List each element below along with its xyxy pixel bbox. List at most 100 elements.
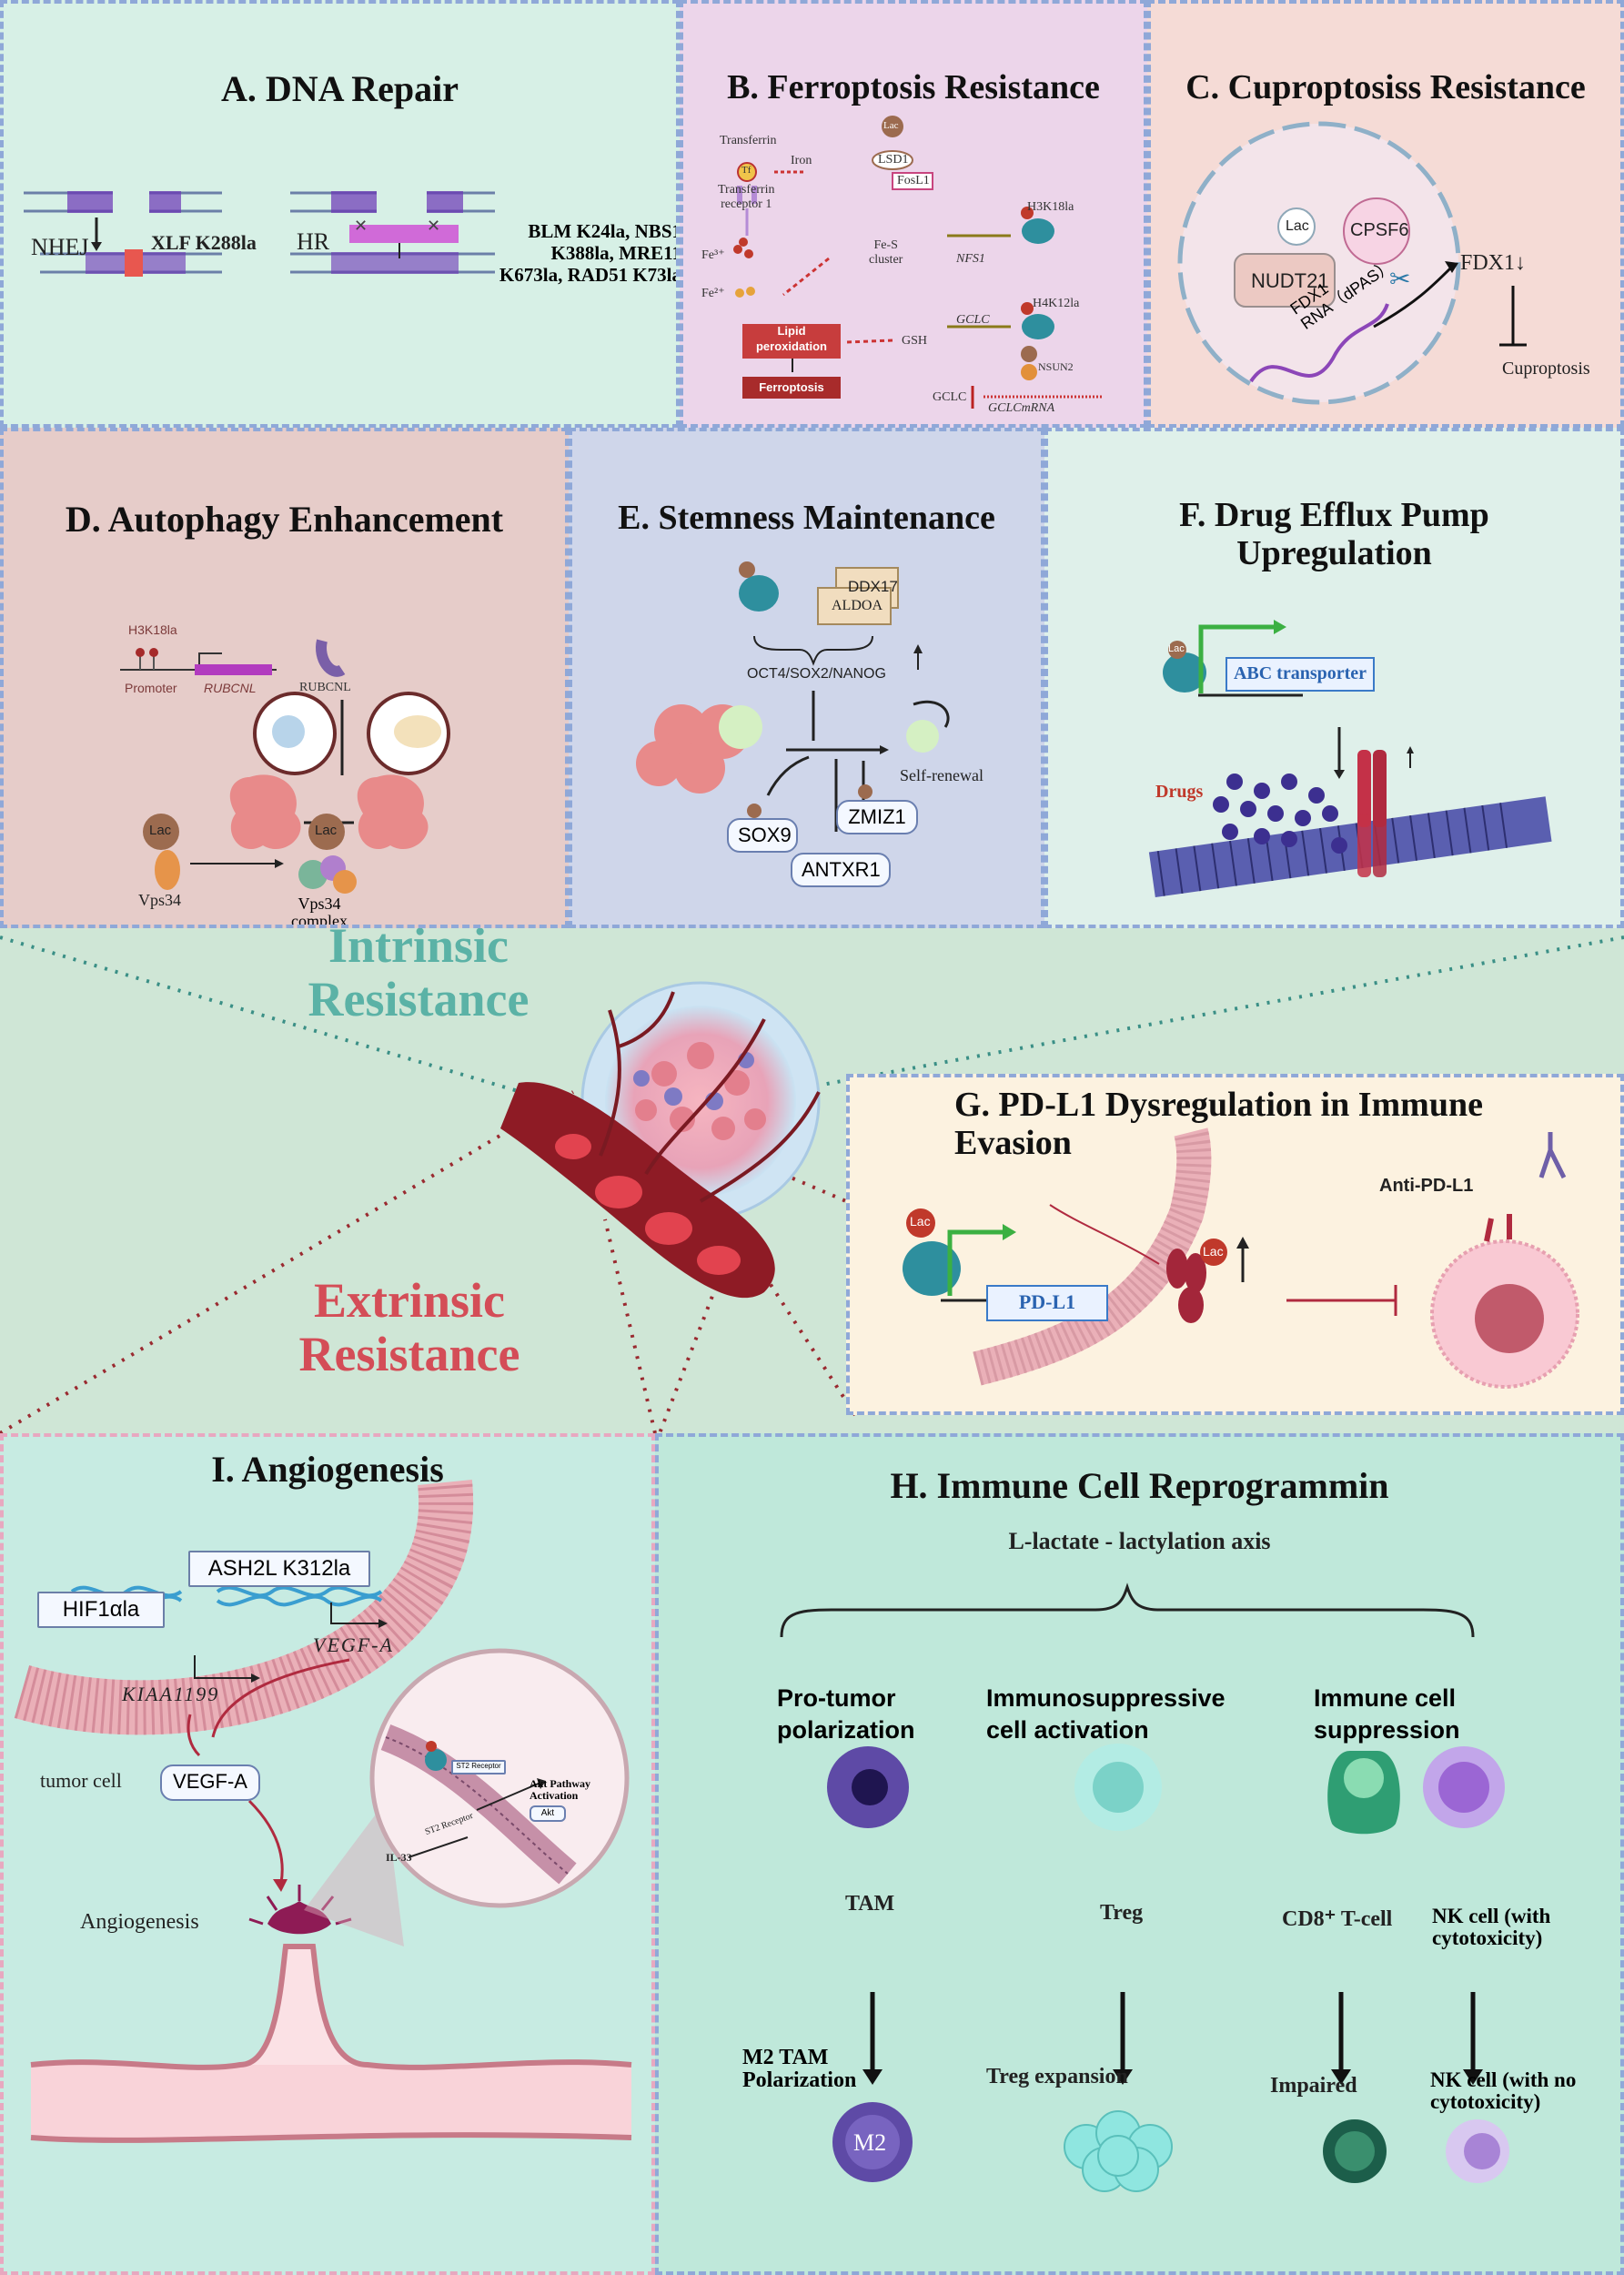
akt-line: Akt Pathway <box>530 1777 591 1790</box>
svg-text:✂: ✂ <box>1389 266 1410 294</box>
gclc-label: GCLC <box>956 313 990 327</box>
col2-header: Immunosuppressive cell activation <box>986 1683 1226 1746</box>
treg-label: Treg <box>1100 1901 1144 1925</box>
vps34-complex-label: Vps34 complex <box>291 895 348 928</box>
panel-h-title: H. Immune Cell Reprogrammin <box>890 1465 1389 1506</box>
lac-label-d2: Lac <box>315 823 338 838</box>
pdl1-box: PD-L1 <box>986 1285 1108 1321</box>
lipid-peroxidation: Lipid peroxidation <box>744 324 839 355</box>
cuproptosis-cell: ✂ <box>1177 121 1527 405</box>
panel-b-ferroptosis: B. Ferroptosis Resistance Transferrin Ir… <box>680 0 1147 428</box>
col2-line: cell activation <box>986 1716 1149 1744</box>
immune-illustration <box>780 1582 1509 2192</box>
tumorcell-label: tumor cell <box>40 1769 122 1792</box>
gclc2-label: GCLC <box>933 390 967 404</box>
fosl1-label: FosL1 <box>897 174 930 187</box>
fes-line: cluster <box>869 253 903 267</box>
lac-label-g1: Lac <box>910 1214 931 1228</box>
kiaa-label: KIAA1199 <box>122 1683 220 1705</box>
impaired-label: Impaired <box>1270 2074 1357 2098</box>
nk-no-label: NK cell (with no cytotoxicity) <box>1430 2068 1577 2114</box>
ferroptosis-pathway <box>733 116 1102 409</box>
transferrin-label: Transferrin <box>720 134 777 147</box>
complex-line: complex <box>291 911 348 928</box>
col3-line: suppression <box>1314 1716 1460 1744</box>
ash2l-box: ASH2L K312la <box>188 1551 370 1587</box>
zmiz1-box: ZMIZ1 <box>836 800 918 834</box>
aldoa-label: ALDOA <box>832 598 883 613</box>
cd8-label: CD8⁺ T-cell <box>1282 1907 1393 1931</box>
nk-line: NK cell (with <box>1432 1905 1551 1927</box>
nk-line: cytotoxicity) <box>1432 1926 1543 1950</box>
h3k18la-label-d: H3K18la <box>128 622 177 637</box>
rubcnl-gene-label: RUBCNL <box>204 681 257 695</box>
lsd1-label: LSD1 <box>878 153 909 167</box>
akt-line: Activation <box>530 1789 579 1803</box>
tumor-vessel-illustration <box>500 981 821 1299</box>
fdx1-label: FDX1↓ <box>1460 251 1527 275</box>
vegfa-gene-label: VEGF-A <box>313 1633 394 1656</box>
m2pol-line: M2 TAM <box>742 2046 829 2069</box>
fe2-label: Fe²⁺ <box>701 287 725 300</box>
panel-i-angiogenesis: I. Angiogenesis ASH2L K312la HIF1αla VEG… <box>0 1433 655 2275</box>
hr-site-line: BLM K24la, NBS1 <box>528 220 680 242</box>
drugs-label: Drugs <box>1155 782 1204 802</box>
receptor-line: receptor 1 <box>721 197 772 211</box>
drug-efflux-illustration <box>1148 620 1552 898</box>
tam-label: TAM <box>845 1892 895 1916</box>
antxr1-box: ANTXR1 <box>791 853 891 887</box>
lipid-line: peroxidation <box>755 339 827 353</box>
hr-site-line: K673la, RAD51 K73la <box>499 264 680 287</box>
hr-label: HR <box>297 228 330 255</box>
panel-f-title: F. Drug Efflux Pump Upregulation <box>1048 496 1620 573</box>
akt-activation-label: Akt Pathway Activation <box>530 1777 591 1803</box>
receptor-line: Transferrin <box>718 183 775 197</box>
nfs1-label: NFS1 <box>956 252 985 266</box>
gsh-label: GSH <box>902 334 928 348</box>
nkno-line: NK cell (with no <box>1430 2068 1577 2091</box>
angiogenesis-illustration <box>14 1480 632 2143</box>
hr-sites: BLM K24la, NBS1 K388la, MRE11 K673la, RA… <box>463 220 680 287</box>
col3-header: Immune cell suppression <box>1314 1683 1460 1746</box>
panel-g-title-line: Evasion <box>954 1123 1072 1162</box>
panel-g-title-line: G. PD-L1 Dysregulation in Immune <box>954 1086 1483 1124</box>
lac-label-g2: Lac <box>1203 1244 1224 1259</box>
svg-text:✕: ✕ <box>427 217 440 235</box>
complex-line: Vps34 <box>298 895 341 913</box>
nhej-label: NHEJ <box>31 234 89 260</box>
akt-box: Akt <box>530 1805 566 1822</box>
panel-e-title: E. Stemness Maintenance <box>618 499 995 537</box>
panel-d-title: D. Autophagy Enhancement <box>65 499 504 540</box>
receptor-label: Transferrin receptor 1 <box>718 183 774 212</box>
panel-i-title: I. Angiogenesis <box>211 1449 444 1490</box>
svg-text:✕: ✕ <box>354 217 368 235</box>
autophagy-illustration <box>120 639 450 894</box>
nsun2-label: NSUN2 <box>1038 360 1074 373</box>
dna-repair-strands: ✕✕ <box>24 191 495 277</box>
panel-g-title: G. PD-L1 Dysregulation in Immune Evasion <box>954 1086 1620 1163</box>
col1-line: Pro-tumor <box>777 1684 896 1712</box>
lac-label-c: Lac <box>1286 218 1309 234</box>
hif-box: HIF1αla <box>37 1592 165 1628</box>
extrinsic-label: Extrinsic Resistance <box>264 1273 555 1382</box>
cpsf6-label: CPSF6 <box>1350 220 1409 240</box>
fes-label: Fe-S cluster <box>869 238 903 268</box>
col2-line: Immunosuppressive <box>986 1684 1226 1712</box>
pdl1-illustration <box>903 1127 1579 1389</box>
stemness-illustration <box>636 561 950 832</box>
nkno-line: cytotoxicity) <box>1430 2090 1541 2114</box>
xlf-label: XLF K288la <box>151 231 257 254</box>
panel-a-title: A. DNA Repair <box>220 68 459 109</box>
il33-label: IL-33 <box>386 1851 412 1864</box>
h3k18la-label-b: H3K18la <box>1027 200 1074 214</box>
m2-polarization-label: M2 TAM Polarization <box>742 2046 856 2092</box>
col1-header: Pro-tumor polarization <box>777 1683 915 1746</box>
extrinsic-line2: Resistance <box>298 1327 520 1382</box>
angiogenesis-label: Angiogenesis <box>80 1910 199 1934</box>
nk-label: NK cell (with cytotoxicity) <box>1432 1905 1551 1950</box>
m2-label: M2 <box>853 2129 887 2156</box>
panel-d-autophagy: D. Autophagy Enhancement H3K18la Promote… <box>0 428 569 928</box>
fe3-label: Fe³⁺ <box>701 248 725 262</box>
panel-g-pdl1: G. PD-L1 Dysregulation in Immune Evasion… <box>846 1074 1624 1415</box>
ferroptosis-box-label: Ferroptosis <box>759 380 824 394</box>
